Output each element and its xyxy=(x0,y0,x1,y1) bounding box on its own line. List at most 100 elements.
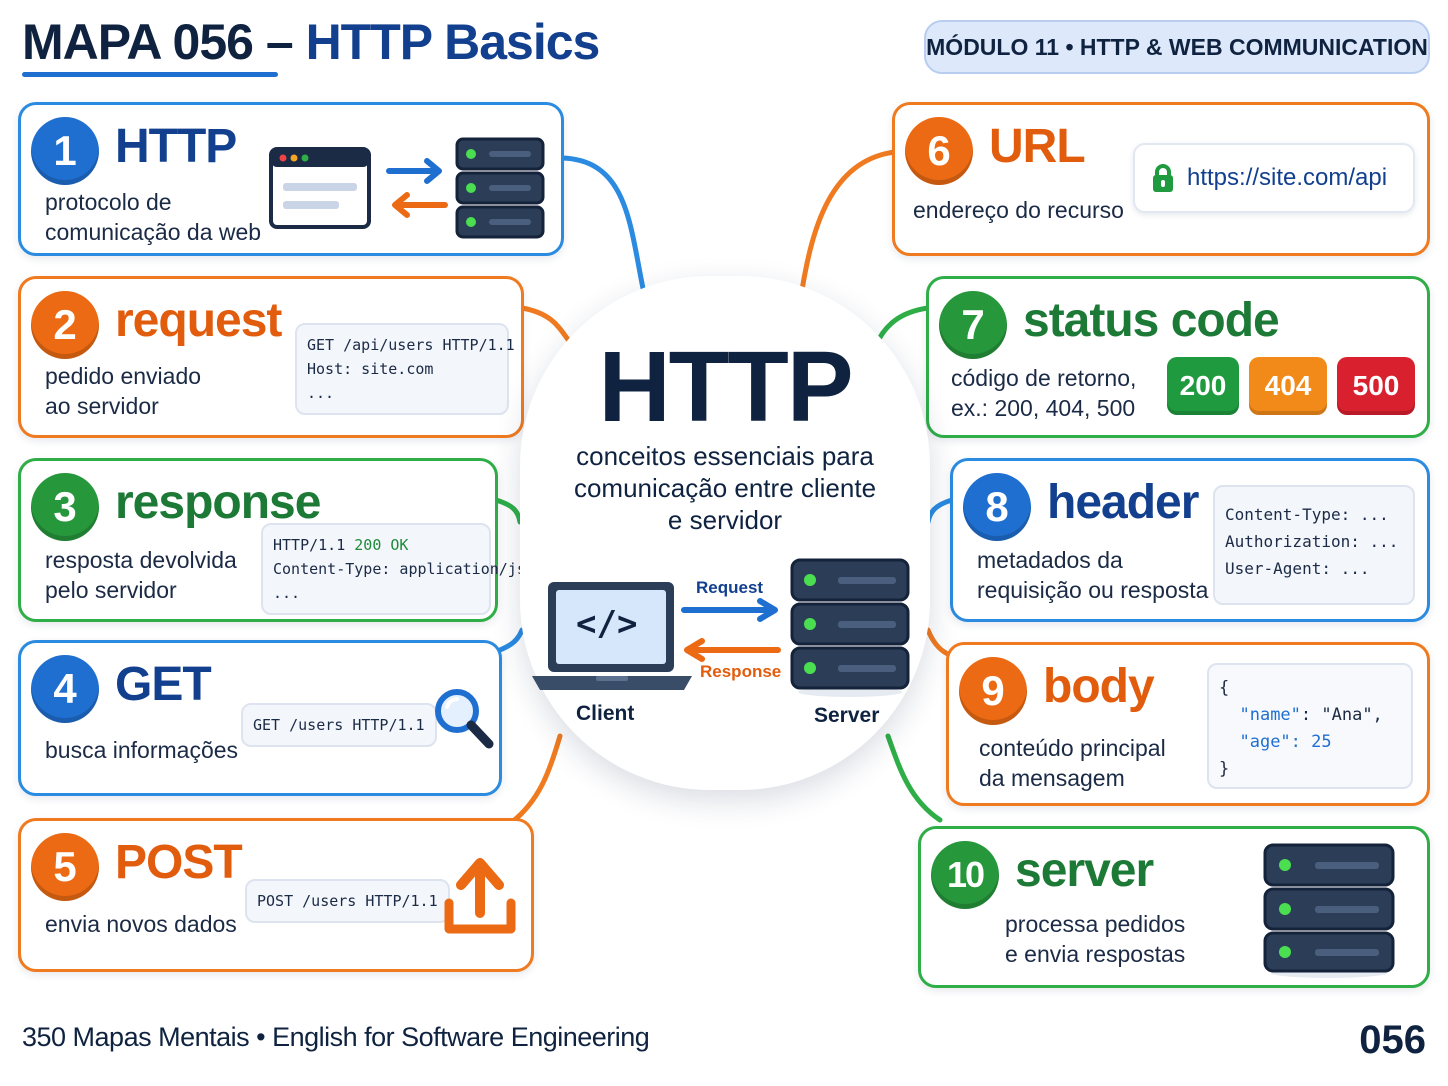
card-number-badge: 7 xyxy=(939,291,1007,359)
card-number-badge: 10 xyxy=(931,841,999,909)
connector-9 xyxy=(925,627,953,658)
card-title: URL xyxy=(989,120,1086,173)
code-line: Content-Type: ... xyxy=(1225,505,1389,524)
card-title: server xyxy=(1015,844,1154,897)
laptop-code-glyph: </> xyxy=(576,604,638,644)
code-line: "age": 25 xyxy=(1219,729,1401,756)
connector-5 xyxy=(509,733,563,825)
card-description: endereço do recurso xyxy=(913,197,1124,223)
card-title: GET xyxy=(115,658,212,711)
code-line: } xyxy=(1219,759,1230,779)
swap-arrows-icon xyxy=(386,158,448,218)
json-value-name: : "Ana", xyxy=(1300,705,1383,725)
card-status-code: 7 status code código de retorno, ex.: 20… xyxy=(926,276,1430,438)
card-number-badge: 5 xyxy=(31,833,99,901)
card-description: código de retorno, ex.: 200, 404, 500 xyxy=(951,365,1137,421)
center-hub: HTTP conceitos essenciais para comunicaç… xyxy=(520,276,930,790)
card-description: envia novos dados xyxy=(45,911,237,937)
lock-icon xyxy=(1153,164,1173,192)
laptop-icon xyxy=(532,582,692,690)
card-title: status code xyxy=(1023,294,1280,347)
code-line: GET /api/users HTTP/1.1 xyxy=(307,336,515,354)
code-line: ... xyxy=(307,384,335,402)
connector-8 xyxy=(925,497,955,525)
card-response: 3 response resposta devolvida pelo servi… xyxy=(18,458,544,622)
json-value-age: : 25 xyxy=(1290,732,1332,752)
code-line: "name": "Ana", xyxy=(1219,702,1401,729)
center-title: HTTP xyxy=(598,331,853,443)
code-line: Authorization: ... xyxy=(1225,532,1399,551)
card-title: body xyxy=(1043,660,1155,713)
url-text: https://site.com/api xyxy=(1187,164,1388,191)
status-500-badge: 500 xyxy=(1337,357,1415,415)
card-description: busca informações xyxy=(45,737,239,763)
body-code-block: { "name": "Ana", "age": 25} xyxy=(1207,663,1413,789)
card-description: processa pedidos e envia respostas xyxy=(1005,911,1186,967)
status-404-badge: 404 xyxy=(1249,357,1327,415)
magnifier-icon xyxy=(435,689,494,749)
connector-1 xyxy=(559,155,648,301)
card-get: 4 GET busca informações GET /users HTTP/… xyxy=(18,640,502,796)
server-rack-icon xyxy=(455,137,545,239)
center-subtitle: conceitos essenciais para comunicação en… xyxy=(573,441,877,535)
card-title: response xyxy=(115,476,321,529)
card-body: 9 body conteúdo principal da mensagem { … xyxy=(946,642,1430,806)
http-version: HTTP/1.1 xyxy=(273,536,355,554)
card-http: 1 HTTP protocolo de comunicação da web xyxy=(18,102,564,256)
card-description: resposta devolvida pelo servidor xyxy=(45,547,237,603)
card-number-badge: 9 xyxy=(959,657,1027,725)
connector-4 xyxy=(497,627,525,653)
post-code-block: POST /users HTTP/1.1 xyxy=(245,879,450,923)
connector-3 xyxy=(493,497,523,525)
connector-10 xyxy=(885,733,943,823)
card-description: conteúdo principal da mensagem xyxy=(979,735,1166,791)
server-rack-icon xyxy=(1263,843,1395,978)
upload-icon xyxy=(444,858,516,934)
server-label: Server xyxy=(814,704,880,727)
status-ok: 200 OK xyxy=(354,536,409,554)
card-title: POST xyxy=(115,836,243,889)
module-badge: MÓDULO 11 • HTTP & WEB COMMUNICATION xyxy=(924,20,1430,74)
card-post: 5 POST envia novos dados POST /users HTT… xyxy=(18,818,534,972)
code-line: { xyxy=(1219,678,1230,698)
server-rack-icon xyxy=(790,558,910,697)
url-field: https://site.com/api xyxy=(1133,143,1415,213)
browser-window-icon xyxy=(269,147,371,229)
json-key-name: "name" xyxy=(1239,705,1301,725)
code-line: User-Agent: ... xyxy=(1225,559,1370,578)
card-description: protocolo de comunicação da web xyxy=(45,189,262,245)
response-label: Response xyxy=(700,662,782,681)
status-200-badge: 200 xyxy=(1167,357,1239,415)
card-number-badge: 2 xyxy=(31,291,99,359)
card-header: 8 header metadados da requisição ou resp… xyxy=(950,458,1430,622)
footer-page-number: 056 xyxy=(1359,1018,1426,1062)
card-title: HTTP xyxy=(115,120,237,173)
card-url: 6 URL endereço do recurso https://site.c… xyxy=(892,102,1430,256)
card-number-badge: 8 xyxy=(963,473,1031,541)
footer-series: 350 Mapas Mentais • English for Software… xyxy=(22,1022,650,1052)
page-title: MAPA 056 – HTTP Basics xyxy=(22,10,601,74)
card-number-badge: 4 xyxy=(31,655,99,723)
title-underline xyxy=(22,72,278,77)
card-title: request xyxy=(115,294,282,347)
card-number-badge: 1 xyxy=(31,117,99,185)
request-arrow-icon xyxy=(681,598,778,622)
card-number-badge: 3 xyxy=(31,473,99,541)
request-label: Request xyxy=(696,578,764,597)
page-title-prefix: MAPA 056 – xyxy=(22,14,294,70)
client-label: Client xyxy=(576,702,635,725)
page-title-main: HTTP Basics xyxy=(305,14,601,70)
connector-6 xyxy=(799,149,898,293)
card-server: 10 server processa pedidos e envia respo… xyxy=(918,826,1430,988)
card-number-badge: 6 xyxy=(905,117,973,185)
header-code-block: Content-Type: ... Authorization: ... User-… xyxy=(1213,485,1415,605)
code-line: Content-Type: application/json xyxy=(273,560,544,578)
get-code-block: GET /users HTTP/1.1 xyxy=(241,703,437,747)
code-line: ... xyxy=(273,584,301,602)
code-line: HTTP/1.1 200 OK xyxy=(273,533,479,557)
code-line: Host: site.com xyxy=(307,360,434,378)
response-code-block: HTTP/1.1 200 OK Content-Type: application… xyxy=(261,523,544,615)
card-description: metadados da requisição ou resposta xyxy=(977,547,1209,603)
